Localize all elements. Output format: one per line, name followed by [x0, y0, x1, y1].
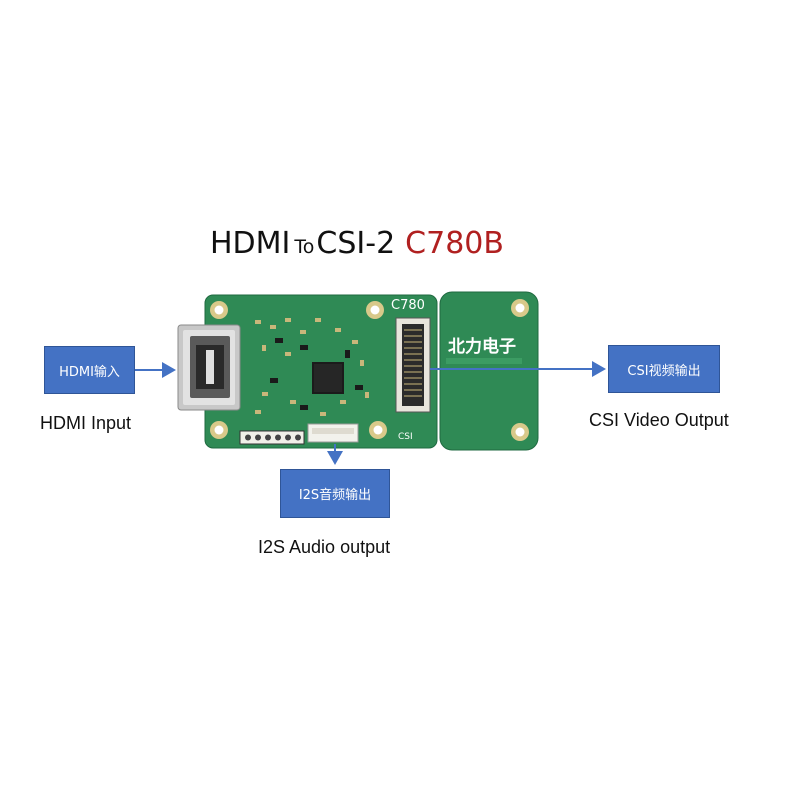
adapter-pcb: 北力电子 — [439, 291, 539, 451]
i2s-output-box: I2S音频输出 — [280, 469, 390, 518]
i2s-output-caption: I2S Audio output — [258, 537, 391, 557]
brand-silk-label: 北力电子 — [448, 336, 516, 357]
title-model: C780B — [405, 226, 504, 261]
hdmi-input-box: HDMI输入 — [44, 346, 135, 394]
silk-model-label: C780 — [391, 298, 425, 313]
csi-output-caption: CSI Video Output — [589, 410, 729, 430]
title-hdmi: HDMI — [210, 226, 291, 261]
csi-output-box: CSI视频输出 — [608, 345, 720, 393]
title-to: To — [294, 236, 315, 258]
hdmi-input-caption: HDMI Input — [40, 413, 132, 433]
silk-csi-label: CSI — [398, 432, 413, 442]
hdmi-connector — [177, 324, 241, 411]
title-csi: CSI-2 — [316, 226, 396, 261]
